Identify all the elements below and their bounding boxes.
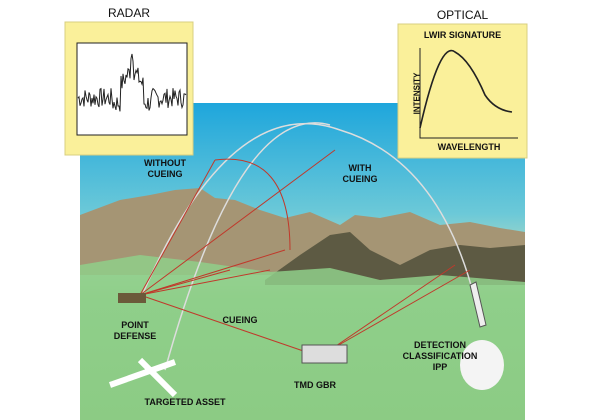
foreground-hills bbox=[80, 255, 525, 300]
targeted-asset-airfield bbox=[108, 357, 178, 398]
tmd-gbr-label: TMD GBR bbox=[294, 380, 336, 390]
lwir-curve bbox=[419, 49, 513, 129]
radar-signal bbox=[77, 53, 187, 112]
missile-smoke bbox=[460, 340, 504, 390]
with-cueing-label: WITH CUEING bbox=[342, 163, 378, 184]
tmd-gbr-radar bbox=[301, 344, 348, 364]
without-cueing-label: WITHOUT CUEING bbox=[144, 158, 186, 179]
radar-beams bbox=[139, 149, 471, 356]
point-defense-label: POINT DEFENSE bbox=[113, 320, 157, 341]
lwir-signature-title: LWIR SIGNATURE bbox=[423, 30, 502, 40]
mountains bbox=[80, 188, 525, 275]
missile-trajectory bbox=[139, 122, 476, 301]
optical-title: OPTICAL bbox=[436, 8, 489, 22]
targeted-asset-label: TARGETED ASSET bbox=[144, 397, 226, 407]
radar-title: RADAR bbox=[107, 6, 150, 20]
detection-classification-label: DETECTION CLASSIFICATION IPP bbox=[402, 340, 478, 372]
wavelength-label: WAVELENGTH bbox=[437, 142, 501, 152]
cueing-label: CUEING bbox=[222, 315, 258, 325]
radar-plot bbox=[76, 42, 188, 136]
intensity-label: INTENSITY bbox=[412, 72, 422, 115]
missile bbox=[469, 281, 487, 328]
missile-trajectory-2 bbox=[164, 122, 331, 371]
point-defense-launcher bbox=[118, 293, 146, 303]
optical-axes bbox=[419, 48, 518, 139]
